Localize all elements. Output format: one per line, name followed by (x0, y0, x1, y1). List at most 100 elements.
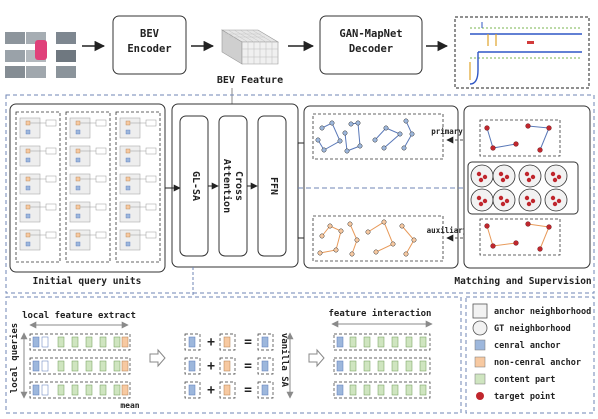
central-anchor (25, 241, 31, 247)
content-part (419, 336, 427, 348)
content-part (95, 175, 107, 183)
query-point (333, 247, 339, 253)
legend-swatch (474, 356, 486, 368)
query-point (357, 143, 363, 149)
content-part (71, 336, 79, 348)
bev-feature-label: BEV Feature (217, 75, 283, 86)
target-point (537, 246, 543, 252)
content-part (145, 203, 157, 211)
query-point (372, 137, 378, 143)
target-point-swatch (476, 392, 484, 400)
target-point (476, 195, 482, 201)
content-part (405, 336, 413, 348)
query-point (399, 223, 405, 229)
central-anchor (32, 336, 40, 348)
central-anchor (125, 213, 131, 219)
initial-query-units-label: Initial query units (33, 276, 142, 287)
gt-neighborhood (492, 188, 516, 212)
non-central-anchor (125, 120, 131, 126)
feature-interaction-label: feature interaction (329, 308, 432, 319)
non-central-anchor (75, 120, 81, 126)
target-point (484, 125, 490, 131)
legend-item: GT neighborhood (472, 320, 571, 336)
content-part (57, 360, 65, 372)
target-point (490, 145, 496, 151)
content-part (145, 119, 157, 127)
output-map-preview (454, 16, 590, 89)
content-part (85, 336, 93, 348)
non-central-anchor (223, 336, 231, 348)
central-anchor (336, 384, 344, 396)
central-anchor (336, 360, 344, 372)
query-point (397, 131, 403, 137)
query-point (381, 145, 387, 151)
mean-label: mean (120, 401, 139, 410)
content-part (419, 384, 427, 396)
content-part (363, 336, 371, 348)
legend-label: content part (494, 375, 555, 385)
target-point (500, 201, 506, 207)
non-central-anchor (125, 204, 131, 210)
content-part (45, 119, 57, 127)
non-central-anchor (121, 384, 129, 396)
plus-icon: + (207, 335, 215, 350)
ego-car-icon (35, 40, 47, 60)
content-part (99, 336, 107, 348)
legend-label: target point (494, 391, 555, 402)
content-part (85, 384, 93, 396)
auxiliary-targets (479, 218, 561, 256)
content-part (391, 336, 399, 348)
legend-item: anchor neighborhood (472, 303, 591, 319)
legend-label: anchor neighborhood (494, 306, 591, 317)
target-point (530, 198, 536, 204)
query-point (354, 237, 360, 243)
central-anchor (188, 336, 196, 348)
target-point (524, 195, 530, 201)
content-part (113, 336, 121, 348)
target-point (525, 221, 531, 227)
query-point (390, 241, 396, 247)
target-point (478, 177, 484, 183)
query-point (342, 130, 348, 136)
query-point (383, 125, 389, 131)
non-central-anchor (25, 232, 31, 238)
target-point (504, 198, 510, 204)
target-point (498, 171, 504, 177)
central-anchor (125, 241, 131, 247)
legend-item: non-cenral anchor (474, 356, 581, 368)
query-point (344, 148, 350, 154)
content-part (363, 360, 371, 372)
auxiliary-predictions (312, 215, 444, 262)
gt-neighborhood (470, 188, 494, 212)
gt-neighborhood-swatch (472, 320, 488, 336)
query-point (327, 223, 333, 229)
legend-label: cenral anchor (494, 341, 561, 351)
gt-neighborhood (470, 164, 494, 188)
central-anchor (25, 213, 31, 219)
legend-label: GT neighborhood (494, 323, 571, 334)
content-part (45, 147, 57, 155)
query-point (403, 251, 409, 257)
target-point (537, 147, 543, 153)
content-part (349, 384, 357, 396)
non-central-anchor (223, 384, 231, 396)
target-point (546, 125, 552, 131)
target-point (484, 223, 490, 229)
content-part (41, 384, 49, 396)
target-point (478, 201, 484, 207)
non-central-anchor (25, 120, 31, 126)
target-point (546, 224, 552, 230)
query-point (347, 221, 353, 227)
target-point (524, 171, 530, 177)
content-part (145, 175, 157, 183)
content-part (95, 119, 107, 127)
vanilla-sa-label: vanilla SA (279, 333, 290, 388)
equals-icon: = (244, 383, 252, 398)
content-part (85, 360, 93, 372)
content-part (377, 336, 385, 348)
query-point (319, 233, 325, 239)
central-anchor (32, 360, 40, 372)
bev-feature-cube (220, 29, 280, 65)
primary-targets (479, 119, 561, 157)
